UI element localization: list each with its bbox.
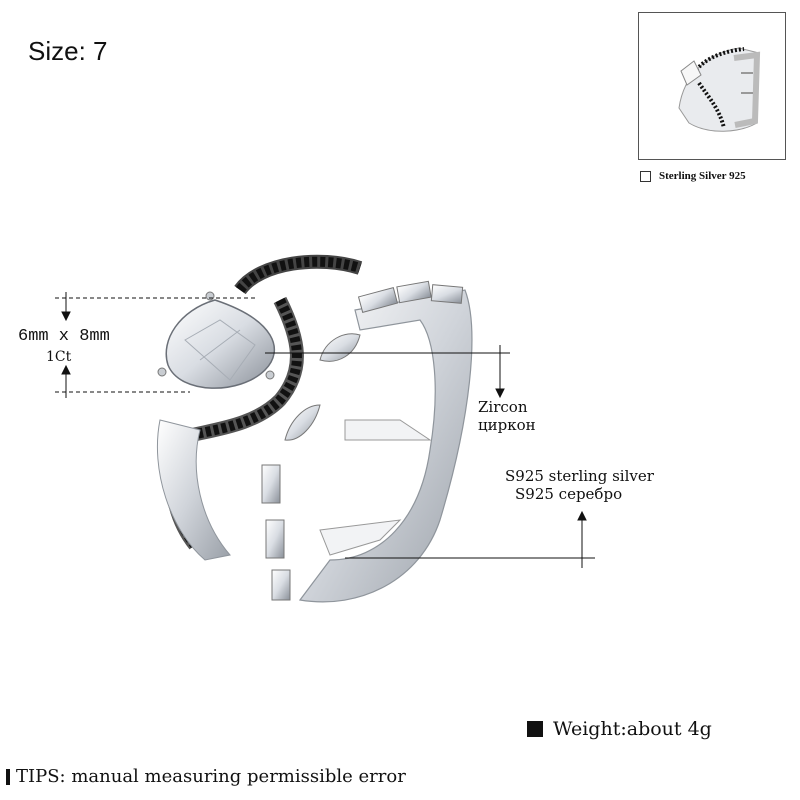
baguette-stones-front xyxy=(261,464,291,601)
size-label: Size: 7 xyxy=(28,36,108,66)
silver-label-en: S925 sterling silver xyxy=(505,467,654,485)
thumbnail-image[interactable] xyxy=(638,12,786,160)
tips-note: TIPS: manual measuring permissible error xyxy=(6,766,406,787)
silver-label-ru: S925 серебро xyxy=(515,485,623,503)
thumbnail-ring-image xyxy=(678,47,761,132)
stone-dimensions: 6mm x 8mm xyxy=(18,327,110,346)
thumbnail-caption-text: Sterling Silver 925 xyxy=(659,170,746,182)
stone-carat: 1Ct xyxy=(46,349,72,365)
measure-lines xyxy=(55,292,595,568)
marquise-stone-2 xyxy=(284,404,321,441)
ring-band-outer xyxy=(298,289,473,603)
thumbnail-caption[interactable]: Sterling Silver 925 xyxy=(640,170,746,182)
baguette-stones-top xyxy=(357,280,464,313)
checkbox-icon[interactable] xyxy=(640,170,651,182)
black-stones-top xyxy=(235,256,362,294)
weight-text: Weight:about 4g xyxy=(553,718,712,740)
bar-bullet-icon xyxy=(6,768,10,785)
center-pear-stone xyxy=(165,299,276,389)
zircon-label-ru: циркон xyxy=(478,416,536,434)
marquise-stone-1 xyxy=(319,333,361,362)
zircon-label-en: Zircon xyxy=(478,398,528,416)
black-stones-curve xyxy=(166,297,302,549)
square-bullet-icon xyxy=(527,721,543,737)
tips-text: TIPS: manual measuring permissible error xyxy=(16,766,406,787)
weight-info: Weight:about 4g xyxy=(527,718,712,740)
